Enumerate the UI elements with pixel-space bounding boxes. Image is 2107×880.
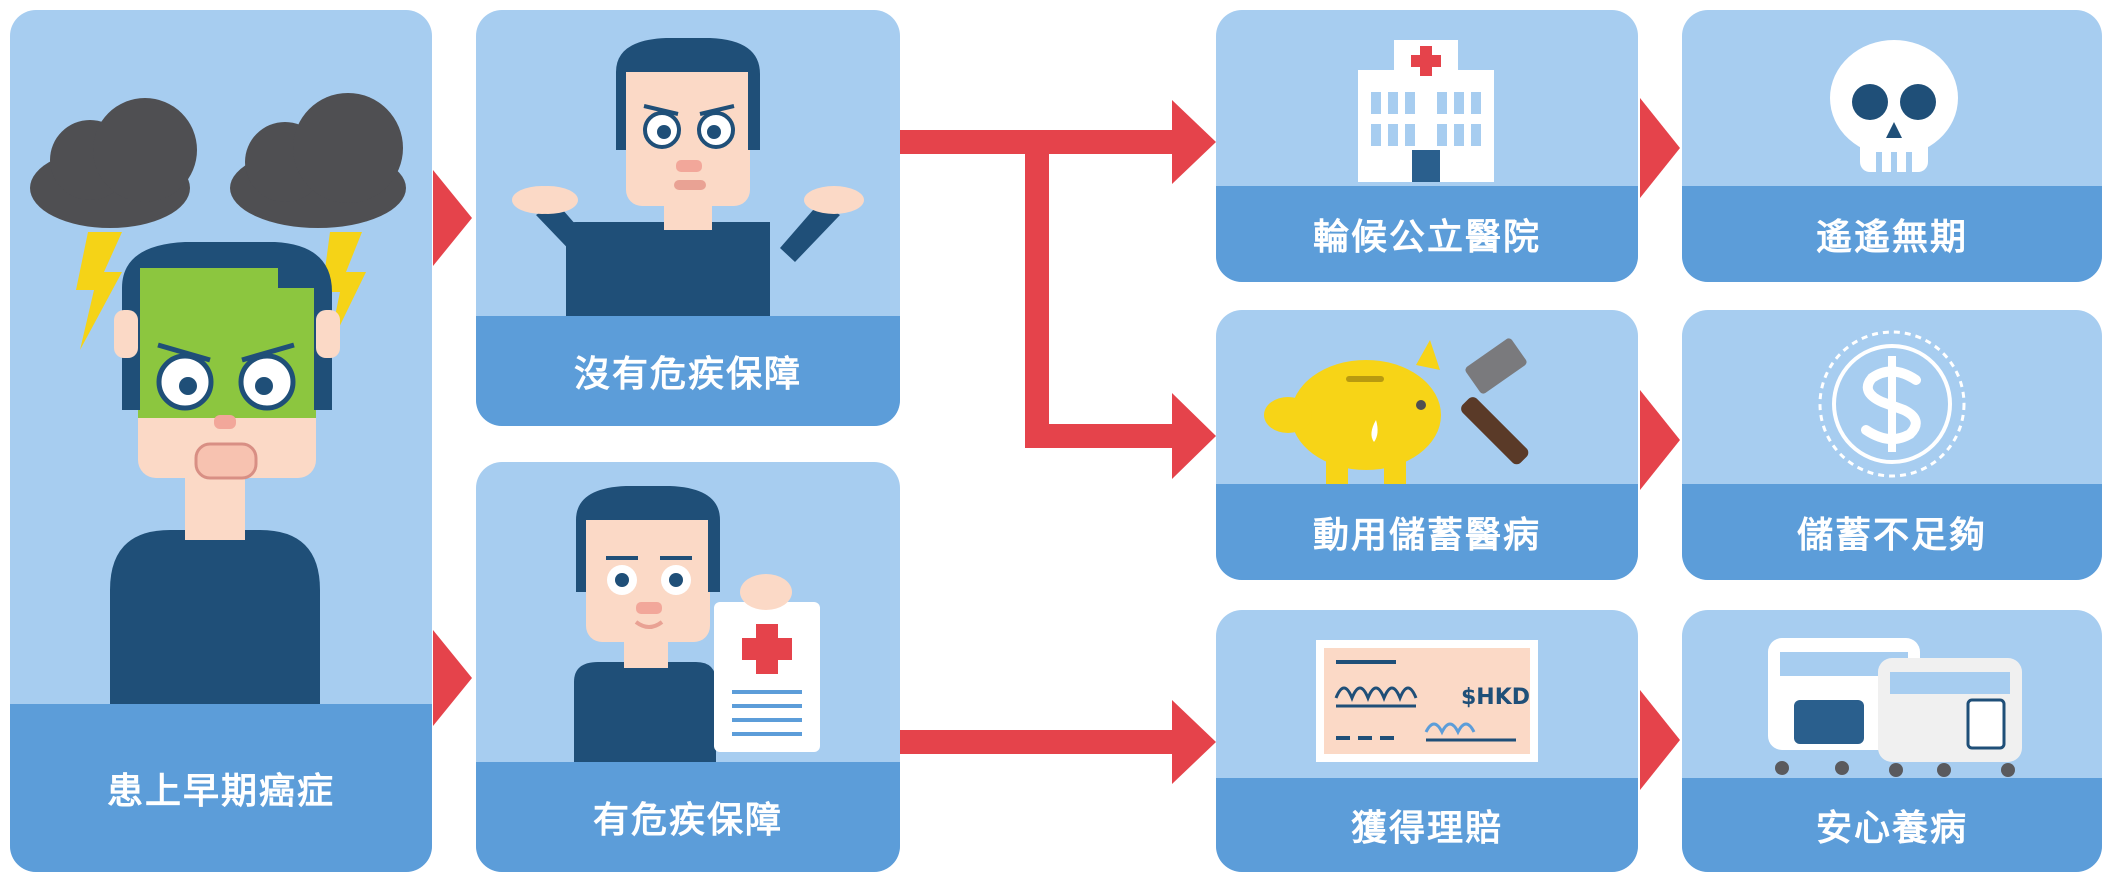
card-early-cancer: 患上早期癌症	[10, 10, 432, 872]
sick-person-icon	[30, 93, 406, 740]
label-band: 動用儲蓄醫病	[1216, 484, 1638, 580]
storm-cloud-icon	[30, 93, 406, 228]
label-band: 安心養病	[1682, 778, 2102, 872]
cheque-currency: $HKD	[1461, 685, 1530, 710]
card-with-cover: 有危疾保障	[476, 462, 900, 872]
card-label: 儲蓄不足夠	[1796, 515, 1987, 556]
card-insufficient-savings: 儲蓄不足夠	[1682, 310, 2102, 580]
lightning-icon	[76, 232, 366, 350]
card-no-cover: 沒有危疾保障	[476, 10, 900, 426]
arrow-claim-to-recovery	[1640, 690, 1680, 790]
arrow-hospital-to-wait	[1640, 98, 1680, 198]
arrow-savings-to-insufficient	[1640, 390, 1680, 490]
piggy-bank-hammer-icon	[1264, 338, 1529, 484]
card-label: 獲得理賠	[1350, 808, 1503, 849]
arrow-start-to-no-cover	[433, 170, 472, 266]
card-label: 安心養病	[1815, 808, 1968, 849]
label-band: 患上早期癌症	[10, 704, 432, 872]
label-band: 儲蓄不足夠	[1682, 484, 2102, 580]
card-label: 患上早期癌症	[106, 771, 335, 812]
skull-icon	[1830, 40, 1958, 172]
arrow-with-cover-to-claim	[900, 700, 1216, 784]
hospital-bed-icon	[1768, 638, 2022, 777]
card-label: 動用儲蓄醫病	[1312, 515, 1541, 556]
cheque-icon: $HKD	[1316, 640, 1538, 762]
arrow-start-to-with-cover	[433, 630, 472, 726]
shrugging-person-icon	[512, 38, 864, 316]
card-use-savings: 動用儲蓄醫病	[1216, 310, 1638, 580]
arrow-no-cover-branch	[900, 100, 1216, 479]
label-band: 輪候公立醫院	[1216, 186, 1638, 282]
person-with-document-icon	[574, 486, 820, 762]
label-band: 遙遙無期	[1682, 186, 2102, 282]
card-public-hospital: 輪候公立醫院	[1216, 10, 1638, 282]
hospital-icon	[1358, 40, 1494, 182]
card-claim: $HKD 獲得理賠	[1216, 610, 1638, 872]
card-label: 遙遙無期	[1815, 217, 1968, 258]
label-band: 沒有危疾保障	[476, 316, 900, 426]
label-band: 有危疾保障	[476, 762, 900, 872]
card-endless-wait: 遙遙無期	[1682, 10, 2102, 282]
card-label: 輪候公立醫院	[1312, 217, 1541, 258]
label-band: 獲得理賠	[1216, 778, 1638, 872]
card-label: 沒有危疾保障	[573, 354, 802, 395]
card-peace-of-mind: 安心養病	[1682, 610, 2102, 872]
card-label: 有危疾保障	[592, 800, 783, 841]
dollar-coin-icon	[1818, 330, 1966, 478]
